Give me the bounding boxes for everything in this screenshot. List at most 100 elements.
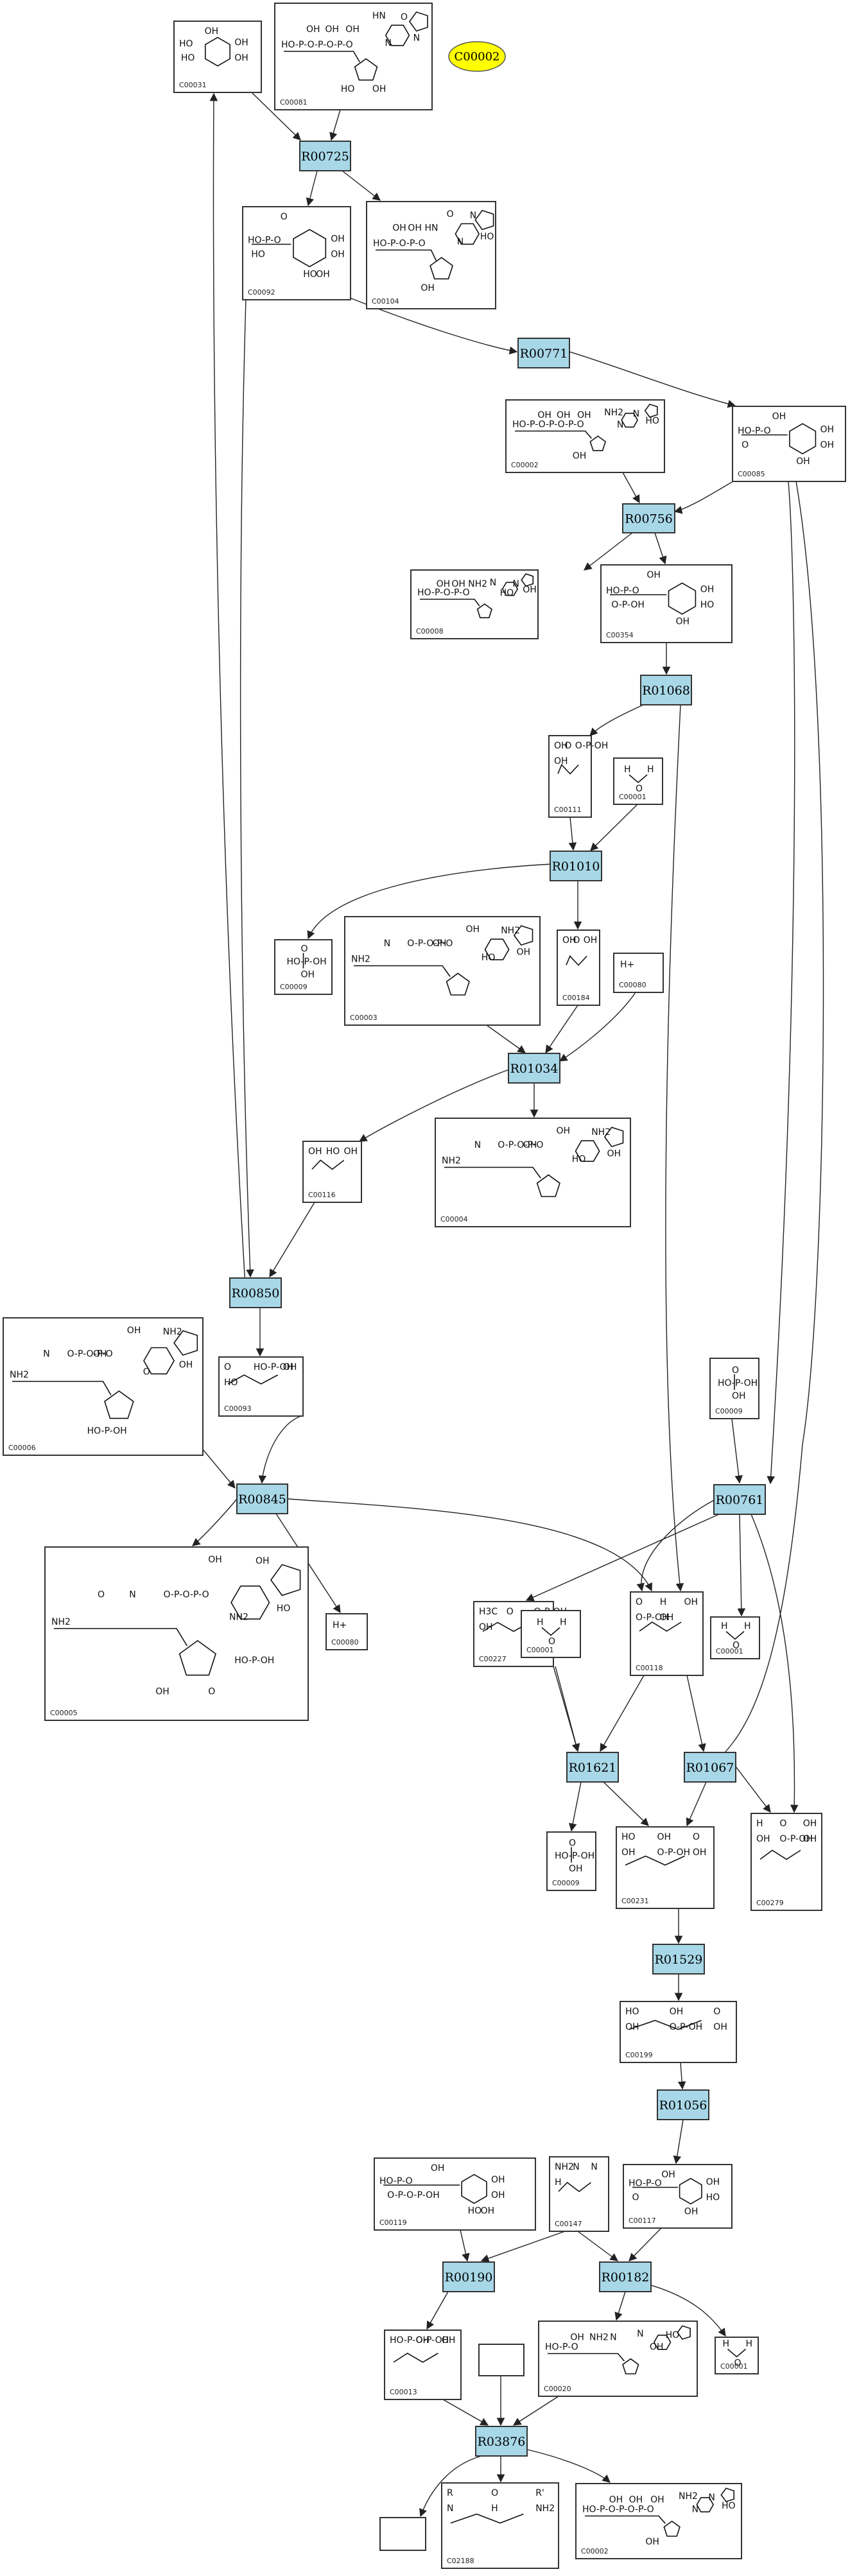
reaction-box[interactable] xyxy=(657,2089,709,2120)
compound-box[interactable] xyxy=(600,564,733,643)
compound-box[interactable] xyxy=(325,1613,368,1650)
compound-C00080-node[interactable]: H+C00080 xyxy=(325,1613,368,1650)
compound-box[interactable] xyxy=(548,735,592,818)
reaction-R01529-node[interactable]: R01529 xyxy=(652,1944,705,1975)
compound-box[interactable] xyxy=(732,406,846,482)
compound-box[interactable] xyxy=(410,569,539,639)
compound-box[interactable] xyxy=(538,2321,698,2397)
reaction-R00845-node[interactable]: R00845 xyxy=(236,1483,288,1514)
reaction-box[interactable] xyxy=(622,503,675,533)
reaction-R01067-node[interactable]: R01067 xyxy=(684,1752,736,1783)
reaction-box[interactable] xyxy=(599,2261,652,2292)
compound-box[interactable] xyxy=(616,1826,715,1909)
compound-blank-node[interactable] xyxy=(478,2344,525,2376)
compound-box[interactable] xyxy=(613,757,663,805)
compound-box[interactable] xyxy=(274,3,433,110)
reaction-R01010-node[interactable]: R01010 xyxy=(550,851,602,881)
reaction-R03876-node[interactable]: R03876 xyxy=(475,2426,528,2457)
compound-box[interactable] xyxy=(344,916,541,1026)
reaction-R01068-node[interactable]: R01068 xyxy=(640,675,692,705)
compound-box[interactable] xyxy=(715,2337,759,2374)
reaction-R00771-node[interactable]: R00771 xyxy=(517,338,570,368)
compound-box[interactable] xyxy=(242,206,351,300)
compound-box[interactable] xyxy=(549,2156,609,2232)
compound-box[interactable] xyxy=(441,2482,559,2569)
compound-box[interactable] xyxy=(173,21,262,93)
compound-box[interactable] xyxy=(218,1356,304,1417)
compound-box[interactable] xyxy=(384,2330,462,2400)
reaction-box[interactable] xyxy=(236,1483,288,1514)
reaction-R00761-node[interactable]: R00761 xyxy=(713,1484,766,1515)
compound-box[interactable] xyxy=(613,953,664,993)
reaction-R01621-node[interactable]: R01621 xyxy=(566,1752,619,1783)
compound-box[interactable] xyxy=(521,1610,581,1658)
compound-box[interactable] xyxy=(505,399,665,473)
reaction-box[interactable] xyxy=(299,141,351,171)
compound-box[interactable] xyxy=(710,1616,760,1659)
compound-box[interactable] xyxy=(575,2483,742,2559)
reaction-box[interactable] xyxy=(508,1053,560,1084)
reaction-box[interactable] xyxy=(640,675,692,705)
compound-box[interactable] xyxy=(44,1546,309,1721)
compound-blank-node[interactable] xyxy=(379,2517,426,2551)
compound-box[interactable] xyxy=(620,2001,737,2063)
compound-box[interactable] xyxy=(623,2164,733,2229)
reaction-box[interactable] xyxy=(475,2426,528,2457)
reaction-R01056-node[interactable]: R01056 xyxy=(657,2089,709,2120)
reaction-box[interactable] xyxy=(517,338,570,368)
compound-box[interactable] xyxy=(366,201,496,309)
compound-box[interactable] xyxy=(302,1141,362,1203)
compound-box[interactable] xyxy=(478,2344,525,2376)
reaction-box[interactable] xyxy=(684,1752,736,1783)
reaction-box[interactable] xyxy=(442,2261,495,2292)
compound-box[interactable] xyxy=(435,1118,631,1227)
compound-box[interactable] xyxy=(750,1813,822,1911)
highlight-ellipse[interactable]: C00002 xyxy=(448,41,506,72)
compound-box[interactable] xyxy=(557,929,600,1006)
reaction-R00190-node[interactable]: R00190 xyxy=(442,2261,495,2292)
reaction-box[interactable] xyxy=(652,1944,705,1975)
reaction-box[interactable] xyxy=(713,1484,766,1515)
compound-box[interactable] xyxy=(3,1317,204,1456)
compound-box[interactable] xyxy=(379,2517,426,2551)
reaction-R01034-node[interactable]: R01034 xyxy=(508,1053,560,1084)
reaction-R00182-node[interactable]: R00182 xyxy=(599,2261,652,2292)
compound-box[interactable] xyxy=(374,2157,536,2231)
reaction-box[interactable] xyxy=(566,1752,619,1783)
reaction-box[interactable] xyxy=(550,851,602,881)
reaction-box[interactable] xyxy=(229,1277,282,1308)
compound-C00080-node[interactable]: H+C00080 xyxy=(613,953,664,993)
